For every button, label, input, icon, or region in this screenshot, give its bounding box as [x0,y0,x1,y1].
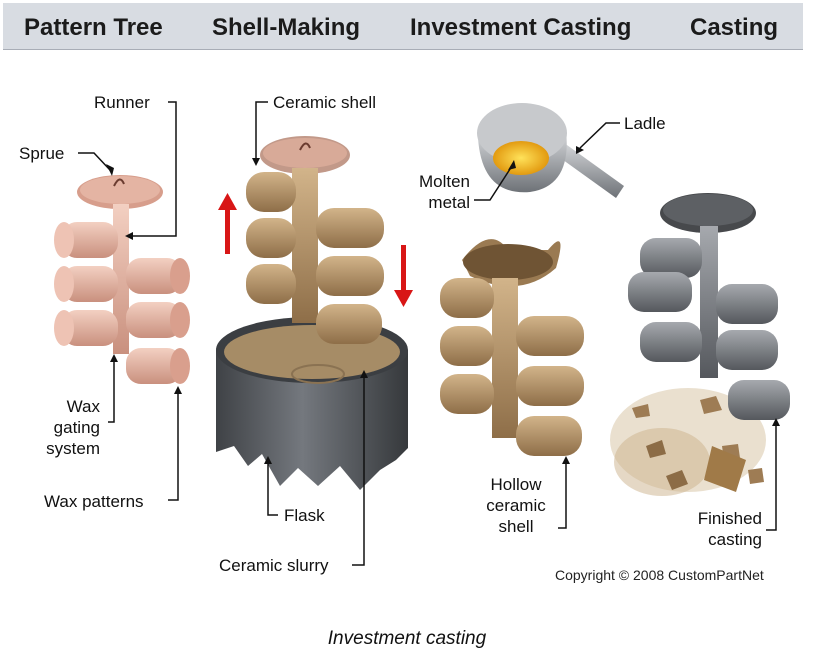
runner-label: Runner [94,93,150,112]
coated-pattern-5 [316,256,384,296]
wax-pattern-tree [54,175,190,384]
ceramic-slurry-leader [352,376,365,566]
wax-gating-label-line-1: Wax [66,397,100,416]
hollow-label-line-2: ceramic [486,496,546,515]
hollow-shell-pattern-2 [440,326,494,366]
sprue-cup-mark [113,178,125,187]
stage-label-pattern-tree: Pattern Tree [24,14,163,41]
casting-part-6 [728,380,790,420]
casting-sprue-cup-top [663,194,753,226]
figure-caption: Investment casting [327,628,487,649]
wax-pattern-left-1 [54,222,118,258]
slurry-ripple [291,364,345,384]
ceramic-shell-leader [255,101,268,160]
broken-shell-debris [610,388,766,496]
hollow-shell-opening [463,244,553,280]
hollow-shell-pattern-1 [440,278,494,318]
ladle [477,103,624,198]
finished-metal-casting [628,193,790,420]
casting-part-5 [716,330,778,370]
leader-lines [78,101,777,566]
casting-part-2 [628,272,692,312]
coated-pattern-6 [316,304,382,344]
dip-up-arrow [218,193,237,254]
ladle-leader [579,122,620,149]
dip-down-arrow [394,245,413,307]
stage-header-bar: Pattern Tree Shell-Making Investment Cas… [3,3,803,50]
flask-label: Flask [284,506,325,525]
coated-pattern-3 [246,264,296,304]
coated-pattern-2 [246,218,296,258]
stage-label-investment-casting: Investment Casting [410,14,632,41]
wax-patterns-label: Wax patterns [44,492,144,511]
hollow-shell-pattern-3 [440,374,494,414]
sprue-cup-top [80,176,160,204]
coated-pattern-1 [246,172,296,212]
wax-gating-leader [108,360,115,423]
ceramic-shell-label: Ceramic shell [273,93,376,112]
flask-with-slurry [216,317,408,490]
wax-pattern-left-3 [54,310,118,346]
casting-part-3 [640,322,702,362]
ceramic-coated-tree [246,136,384,344]
hollow-shell-runner [492,278,518,438]
molten-metal-label: Molten metal [404,171,470,213]
coated-sprue-cup-top [263,138,347,168]
molten-metal-leader [474,165,513,201]
casting-part-4 [716,284,778,324]
wax-gating-system-label: Wax gating system [28,396,100,459]
ceramic-slurry-label: Ceramic slurry [219,556,329,575]
molten-label-line-2: metal [428,193,470,212]
wax-pattern-right-2 [126,302,190,338]
hollow-label-line-1: Hollow [490,475,542,494]
ladle-label: Ladle [624,114,666,133]
hollow-shell-pattern-4 [516,316,584,356]
finished-casting-leader [766,424,777,531]
hollow-label-line-3: shell [498,517,534,536]
finished-casting-label: Finished casting [680,508,762,550]
hollow-ceramic-shell-label: Hollow ceramic shell [476,474,556,537]
hollow-ceramic-shell [440,239,584,456]
coated-runner [292,168,318,323]
molten-label-line-1: Molten [418,172,470,191]
finished-label-line-1: Finished [697,509,762,528]
wax-pattern-left-2 [54,266,118,302]
ladle-handle [552,140,624,198]
coated-pattern-4 [316,208,384,248]
hollow-shell-pattern-5 [516,366,584,406]
leader-arrowheads [106,146,780,464]
wax-gating-label-line-3: system [46,439,100,458]
wax-pattern-right-3 [126,348,190,384]
wax-patterns-leader [168,392,179,501]
sprue-leader [78,152,111,171]
wax-gating-label-line-2: gating [53,418,100,437]
finished-label-line-2: casting [708,530,762,549]
casting-part-1 [640,238,702,278]
wax-pattern-right-1 [126,258,190,294]
molten-metal [493,141,549,175]
casting-runner [700,226,718,378]
hollow-shell-leader [558,462,567,529]
flask-leader [267,462,278,516]
stage-label-casting: Casting [690,14,779,41]
copyright-notice: Copyright © 2008 CustomPartNet [555,567,764,583]
hollow-shell-pattern-6 [516,416,582,456]
sprue-label: Sprue [19,144,65,163]
flask-body [216,350,408,490]
runner-leader [133,101,177,237]
stage-label-shell-making: Shell-Making [212,14,361,41]
